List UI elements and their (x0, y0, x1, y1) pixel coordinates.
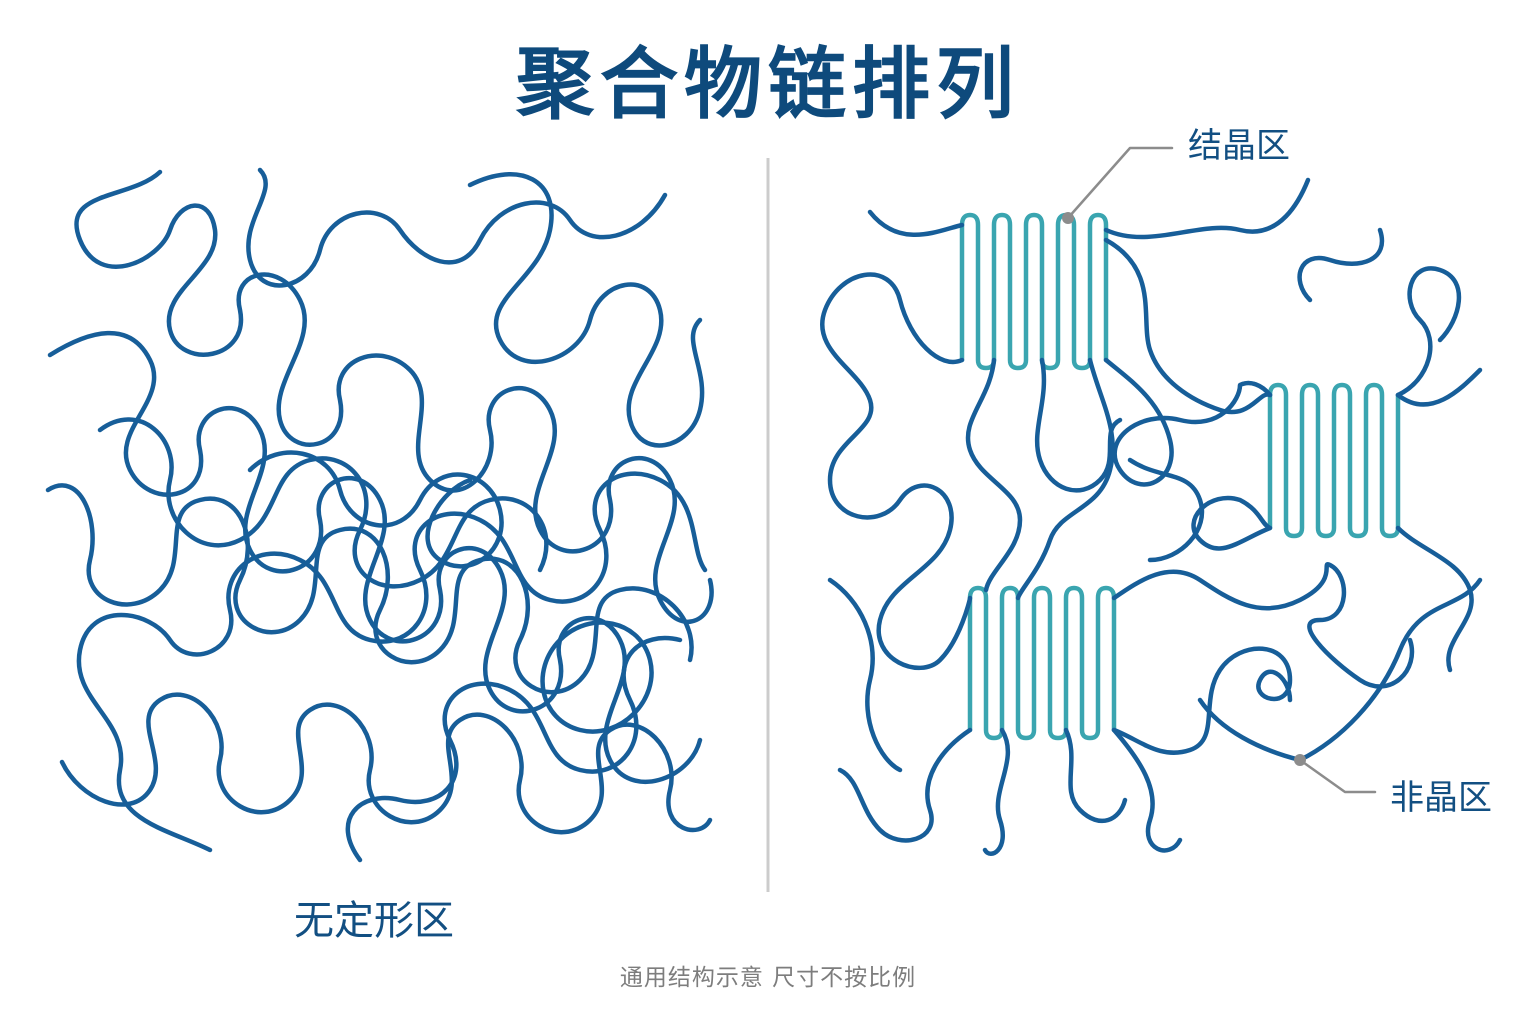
amorphous-chain (246, 167, 668, 288)
amorphous-chain (1015, 357, 1115, 601)
amorphous-chain (1191, 495, 1273, 551)
amorphous-chain (97, 417, 549, 589)
amorphous-chain (982, 727, 1011, 856)
amorphous-chain (1395, 266, 1462, 398)
crystal-leader-line (1066, 146, 1174, 220)
amorphous-chain (540, 620, 654, 734)
amorphous-chain (1111, 646, 1293, 755)
amorphous-chain (1111, 561, 1415, 689)
crystalline-lamella (967, 585, 1117, 741)
amorphous-chain (1103, 177, 1311, 240)
amorphous-chain (1127, 457, 1205, 563)
amorphous-panel-label: 无定形区 (294, 898, 454, 944)
amorphous-chain (1103, 357, 1273, 487)
amorphous-chain (827, 577, 903, 773)
amorphous-chain (1297, 227, 1385, 303)
amorphous-chain (1297, 577, 1483, 763)
amorphous-chain (45, 483, 694, 695)
amorphous-chain (867, 209, 965, 237)
amorphous-chain (1111, 727, 1183, 853)
amorphous-chain (47, 330, 703, 785)
crystal-leader-dot (1062, 212, 1074, 224)
amorphous-panel (45, 167, 714, 863)
amorphous-leader-line (1298, 758, 1377, 794)
crystalline-lamella (959, 212, 1109, 371)
footnote: 通用结构示意 尺寸不按比例 (619, 965, 917, 991)
crystalline-lamella (1267, 382, 1401, 539)
page-title: 聚合物链排列 (515, 40, 1020, 130)
amorphous-chain (59, 692, 713, 835)
amorphous-chain (1103, 237, 1273, 415)
amorphous-chain (247, 450, 504, 569)
semicrystalline-panel (820, 146, 1483, 856)
amorphous-chain (76, 471, 708, 853)
amorphous-chain (1063, 727, 1128, 823)
amorphous-leader-dot (1294, 754, 1306, 766)
crystalline-region-label: 结晶区 (1188, 126, 1290, 166)
amorphous-chain (1034, 357, 1123, 493)
amorphous-chain (965, 357, 1023, 593)
amorphous-chain (1395, 367, 1483, 407)
amorphous-chain (1197, 697, 1303, 763)
amorphous-chain (74, 169, 714, 624)
amorphous-chain (467, 172, 705, 448)
amorphous-region-label: 非晶区 (1390, 778, 1492, 818)
amorphous-chain (820, 272, 973, 671)
amorphous-chain (345, 635, 683, 863)
amorphous-chain (837, 727, 973, 843)
